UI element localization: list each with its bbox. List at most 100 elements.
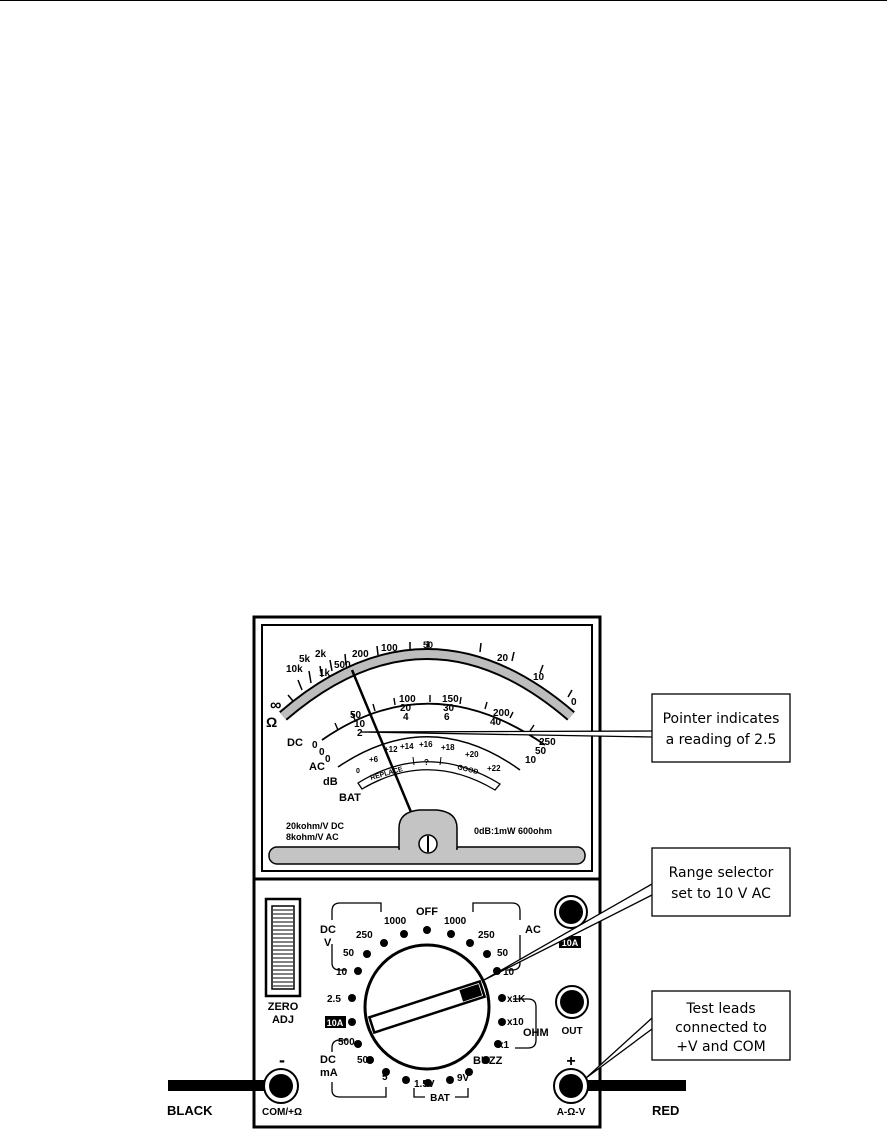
- ohm-tick-10k: 10k: [286, 664, 303, 675]
- dc-ac-arc: [321, 702, 546, 746]
- pointer-callout-leader: [360, 730, 653, 738]
- v50-tick-10: 10: [354, 719, 366, 730]
- db-tick-16: +16: [419, 740, 433, 749]
- jack-com[interactable]: [269, 1074, 293, 1098]
- ohm-tick-0: 0: [571, 697, 577, 708]
- red-test-lead[interactable]: [578, 1080, 686, 1091]
- db-tick-0: 0: [356, 768, 360, 775]
- selector-bat-label: BAT: [430, 1093, 450, 1104]
- v250-tick-150: 150: [442, 694, 459, 705]
- v250-tick-250: 250: [539, 737, 556, 748]
- acv-range-10: 10: [503, 967, 515, 978]
- ohm-tick-10: 10: [533, 672, 545, 683]
- jack-plus-sign: +: [566, 1053, 575, 1070]
- range-callout-leader: [483, 883, 653, 981]
- leads-callout-line-3: +V and COM: [676, 1039, 765, 1055]
- ohm-tick-20: 20: [497, 653, 509, 664]
- v50-tick-50: 50: [535, 746, 547, 757]
- range-callout-line-1: Range selector: [669, 865, 774, 881]
- leads-callout-line-2: connected to: [675, 1020, 767, 1036]
- zero-adj-label-1: ZERO: [268, 1001, 299, 1013]
- leads-callout-box: [651, 990, 791, 1061]
- selector-buzz: BUZZ: [473, 1055, 503, 1067]
- v50-tick-40: 40: [490, 717, 502, 728]
- dcv-range-50: 50: [343, 948, 355, 959]
- v50-tick-30: 30: [443, 703, 455, 714]
- jack-10a[interactable]: [559, 900, 583, 924]
- pointer-callout-line-2: a reading of 2.5: [666, 732, 777, 748]
- dcma-range-50: 50: [357, 1055, 369, 1066]
- ohm-range-x1k: x1K: [507, 994, 526, 1005]
- db-reference: 0dB:1mW 600ohm: [474, 826, 552, 836]
- ohm-tick-infinity: ∞: [270, 697, 281, 714]
- ohm-tick-100: 100: [381, 643, 398, 654]
- v50-tick-20: 20: [400, 703, 412, 714]
- spec-line-2: 8kohm/V AC: [286, 832, 339, 842]
- v10-tick-10: 10: [525, 755, 537, 766]
- ohm-tick-50: 50: [423, 640, 433, 650]
- bat-zone-good: GOOD: [457, 764, 479, 776]
- bat-band-sep-1: [412, 756, 415, 766]
- voltage-ticks: [334, 695, 535, 732]
- acv-label: AC: [525, 924, 541, 936]
- range-brackets: [331, 902, 537, 1098]
- dcv-label-2: V: [324, 937, 332, 949]
- v10-tick-2: 2: [357, 728, 363, 739]
- db-tick-18: +18: [441, 743, 455, 752]
- jack-com-label: COM/+Ω: [262, 1107, 302, 1118]
- selector-off: OFF: [416, 906, 438, 918]
- v250-tick-50: 50: [350, 710, 362, 721]
- pointer-needle: [350, 669, 413, 813]
- jack-plus[interactable]: [559, 1074, 583, 1098]
- selector-10a-label: 10A: [327, 1018, 344, 1028]
- lead-red-label: RED: [652, 1103, 679, 1118]
- selector-ohm-label: OHM: [523, 1027, 549, 1039]
- selector-10a-badge: [325, 1016, 346, 1028]
- bat-range-1.5v: 1.5V: [414, 1079, 435, 1090]
- ohm-symbol: Ω: [266, 714, 277, 730]
- dcv-range-1000: 1000: [384, 916, 407, 927]
- v250-tick-200: 200: [493, 708, 510, 719]
- v250-tick-100: 100: [399, 694, 416, 705]
- leads-callout-line-1: Test leads: [685, 1001, 755, 1017]
- dc-label: DC: [287, 737, 303, 749]
- ohm-tick-500: 500: [334, 660, 351, 671]
- pointer-callout-line-1: Pointer indicates: [663, 711, 780, 727]
- dc-zero-2: 0: [319, 747, 325, 758]
- ohm-tick-5k: 5k: [299, 654, 311, 665]
- spec-line-1: 20kohm/V DC: [286, 821, 345, 831]
- db-tick-6: +6: [369, 755, 379, 764]
- lead-black-label: BLACK: [167, 1103, 213, 1118]
- bat-zone-unknown: ?: [424, 758, 429, 767]
- acv-range-250: 250: [478, 930, 495, 941]
- acv-range-50: 50: [497, 948, 509, 959]
- selector-dots: [348, 926, 506, 1087]
- ohm-arc: [280, 650, 574, 720]
- v10-tick-6: 6: [444, 712, 450, 723]
- dcma-range-2.5: 2.5: [327, 994, 341, 1005]
- pointer-callout-box: [651, 693, 791, 763]
- jack-com-minus: -: [279, 1050, 285, 1070]
- range-selector-pointer[interactable]: [367, 979, 487, 1035]
- dc-zero-3: 0: [325, 754, 331, 765]
- acv-range-1000: 1000: [444, 916, 467, 927]
- ohm-tick-1k: 1k: [319, 668, 331, 679]
- bat-band-sep-2: [439, 756, 442, 766]
- pivot-housing: [398, 809, 458, 850]
- jack-10a-label: 10A: [562, 938, 579, 948]
- black-test-lead[interactable]: [168, 1080, 276, 1091]
- db-tick-20: +20: [465, 750, 479, 759]
- dcv-range-250: 250: [356, 930, 373, 941]
- range-callout-line-2: set to 10 V AC: [671, 886, 771, 902]
- db-label: dB: [323, 776, 338, 788]
- ac-label: AC: [309, 761, 325, 773]
- dcma-range-500: 500: [338, 1037, 355, 1048]
- zero-adj-label-2: ADJ: [272, 1014, 294, 1026]
- v10-tick-4: 4: [403, 712, 409, 723]
- jack-out[interactable]: [560, 990, 584, 1014]
- dcma-range-5: 5: [382, 1072, 388, 1083]
- ohm-range-x1: x1: [498, 1040, 510, 1051]
- ohm-ticks: [287, 641, 573, 702]
- leads-callout-leader: [585, 1017, 653, 1079]
